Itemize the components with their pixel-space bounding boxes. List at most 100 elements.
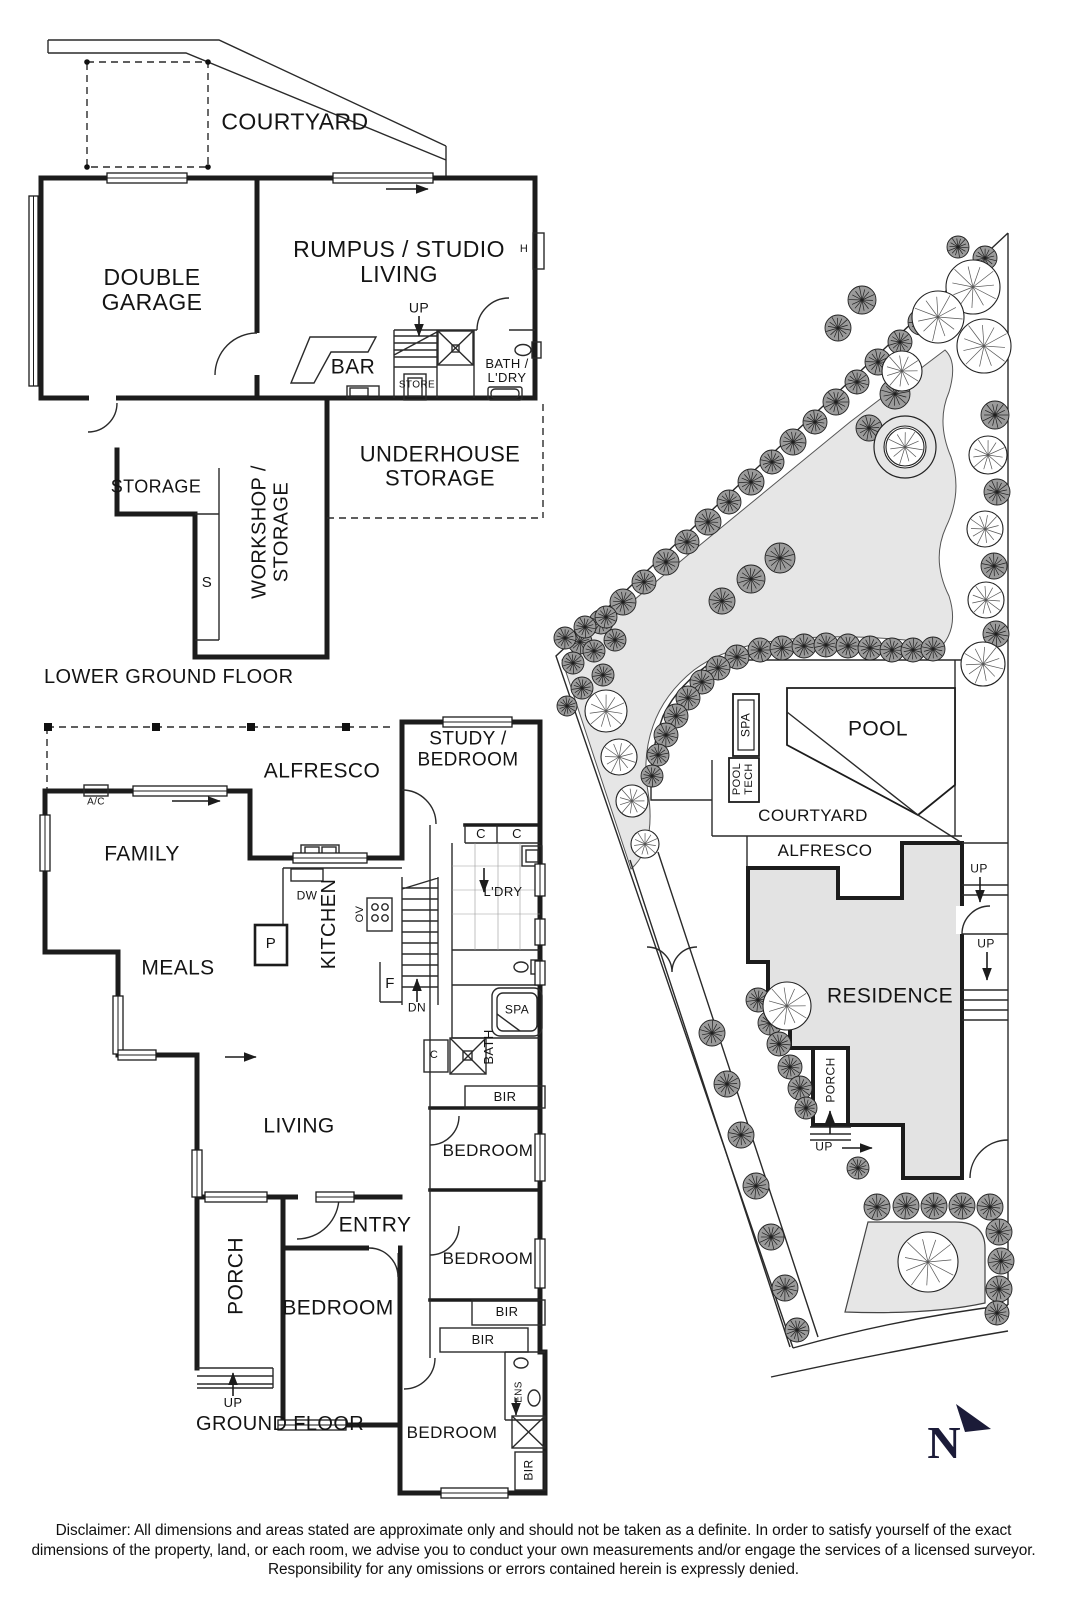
tree-icon [689, 669, 715, 695]
tree-icon [822, 388, 850, 416]
window-icon [106, 172, 188, 184]
window-icon [534, 1238, 546, 1289]
tree-icon [646, 743, 670, 767]
tree-icon [985, 1275, 1013, 1303]
tree-large-icon [968, 435, 1008, 475]
tree-large-icon [881, 350, 923, 392]
window-icon [332, 172, 434, 184]
windows [28, 172, 546, 1499]
window-icon [28, 195, 39, 387]
tree-icon [779, 428, 807, 456]
tree-icon [570, 676, 594, 700]
tree-icon [863, 1193, 891, 1221]
tree-icon [980, 400, 1010, 430]
direction-arrows [172, 184, 992, 1416]
tree-icon [983, 478, 1011, 506]
tree-icon [582, 639, 606, 663]
window-icon [440, 1487, 509, 1499]
tree-icon [694, 508, 722, 536]
tree-icon [855, 414, 883, 442]
window-icon [534, 863, 546, 897]
tree-icon [698, 1019, 726, 1047]
tree-icon [674, 529, 700, 555]
tree-large-icon [967, 581, 1005, 619]
tree-icon [985, 1218, 1013, 1246]
tree-icon [887, 329, 913, 355]
tree-icon [556, 695, 578, 717]
tree-large-icon [885, 427, 925, 467]
tree-icon [591, 663, 615, 687]
window-icon [277, 1419, 347, 1431]
window-icon [112, 995, 124, 1055]
window-icon [191, 1149, 203, 1198]
tree-icon [802, 409, 828, 435]
tree-large-icon [960, 641, 1006, 687]
tree-icon [920, 1192, 948, 1220]
tree-icon [766, 1031, 792, 1057]
tree-large-icon [911, 290, 965, 344]
tree-icon [594, 605, 618, 629]
tree-icon [813, 632, 839, 658]
tree-large-icon [897, 1231, 959, 1293]
tree-large-icon [762, 981, 812, 1031]
tree-icon [777, 1054, 803, 1080]
tree-icon [982, 620, 1010, 648]
tree-large-icon [584, 689, 628, 733]
tree-icon [561, 651, 585, 675]
tree-icon [857, 635, 883, 661]
tree-icon [553, 626, 577, 650]
north-indicator [956, 1404, 991, 1432]
window-icon [315, 1191, 355, 1203]
tree-icon [771, 1274, 799, 1302]
tree-icon [736, 564, 766, 594]
tree-icon [724, 644, 750, 670]
tree-icon [791, 633, 817, 659]
tree-icon [716, 489, 742, 515]
tree-icon [835, 633, 861, 659]
window-icon [204, 1191, 268, 1203]
tree-icon [794, 1096, 818, 1120]
tree-icon [879, 637, 905, 663]
window-icon [534, 960, 546, 986]
window-icon [132, 785, 228, 797]
tree-large-icon [630, 829, 660, 859]
tree-icon [759, 449, 785, 475]
tree-large-icon [966, 510, 1004, 548]
tree-icon [663, 703, 689, 729]
tree-icon [900, 637, 926, 663]
tree-icon [631, 569, 657, 595]
tree-icon [987, 1247, 1015, 1275]
window-icon [442, 716, 513, 728]
tree-icon [652, 548, 680, 576]
tree-icon [844, 369, 870, 395]
ground-floor-plan [42, 719, 548, 1496]
tree-icon [769, 635, 795, 661]
tree-icon [737, 468, 765, 496]
tree-large-icon [945, 259, 1001, 315]
tree-icon [573, 615, 597, 639]
tree-icon [764, 542, 796, 574]
north-arrow-icon [956, 1404, 991, 1432]
tree-icon [708, 587, 736, 615]
tree-icon [946, 235, 970, 259]
tree-icon [713, 1070, 741, 1098]
tree-icon [675, 685, 701, 711]
tree-icon [603, 628, 627, 652]
tree-icon [948, 1192, 976, 1220]
tree-icon [747, 637, 773, 663]
window-icon [39, 814, 51, 872]
tree-icon [892, 1192, 920, 1220]
tree-large-icon [615, 784, 649, 818]
tree-icon [824, 314, 852, 342]
tree-icon [742, 1172, 770, 1200]
tree-icon [705, 655, 731, 681]
site-plan [553, 232, 1015, 1378]
tree-icon [787, 1075, 813, 1101]
tree-icon [920, 636, 946, 662]
tree-icon [727, 1121, 755, 1149]
disclaimer: Disclaimer: All dimensions and areas sta… [31, 1522, 1036, 1579]
tree-icon [846, 1156, 870, 1180]
lower-ground-floor-plan [38, 39, 545, 660]
